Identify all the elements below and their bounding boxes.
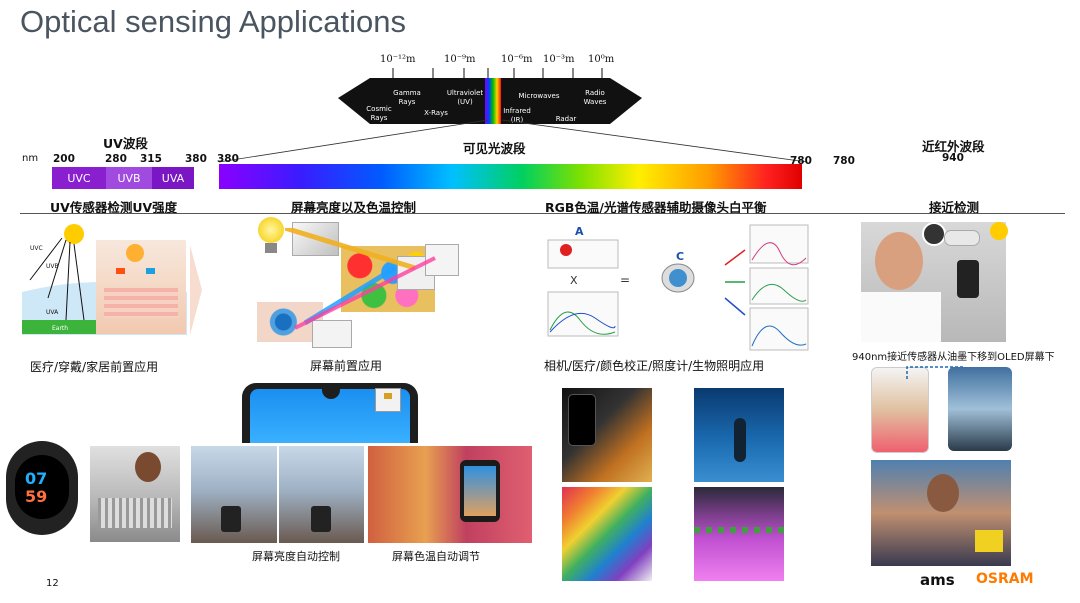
scale-label: 10⁻³m [543,54,575,65]
uv-skin-figure [96,240,186,334]
spectrum-label: Rays [399,98,416,106]
svg-text:X: X [570,274,578,287]
visible-spectrum-bar [219,164,802,189]
spectrum-label: Radar [556,115,577,123]
phone-front-photo [871,367,929,453]
spectrum-label: (IR) [511,116,524,124]
scale-label: 10⁻⁶m [501,54,533,65]
phone-hand-photo [948,367,1012,451]
spectrum-label: Microwaves [519,92,560,100]
osram-logo: OSRAM [976,571,1034,587]
spectrum-label: Cosmic [366,105,392,113]
moon-icon [922,222,946,246]
spectrum-label: Waves [584,98,607,106]
smartwatch-photo: 07 59 [6,441,78,535]
color-photo [368,446,532,543]
uvc-band: UVC [52,167,106,189]
scale-label: 10⁻⁹m [444,54,476,65]
svg-text:A: A [575,225,584,238]
rgb-caption: 相机/医疗/颜色校正/照度计/生物照明应用 [544,359,765,373]
uv-tick: 380 [185,153,207,165]
svg-text:UVA: UVA [46,309,59,316]
svg-text:=: = [620,273,630,287]
rgb-spectral-diagram: A B C X = [547,224,809,351]
spectrum-label: Radio [585,89,605,97]
uv-tick: 200 [53,153,75,165]
svg-text:UVB: UVB [46,263,59,270]
face-profile-decor [190,245,202,335]
sensor-chip [375,388,401,412]
uv-band-title: UV波段 [103,136,148,151]
brightness-caption: 屏幕前置应用 [310,359,383,373]
phone-notch [322,389,340,399]
sun-icon [990,222,1008,240]
uvb-band: UVB [106,167,152,189]
spectrum-label: X-Rays [424,109,448,117]
visible-band-title: 可见光波段 [463,141,526,156]
svg-text:C: C [676,250,684,263]
lightbulb-icon [256,217,286,257]
svg-text:Earth: Earth [52,325,68,332]
nir-tick: 780 [833,155,855,167]
visible-light-strip [485,78,501,124]
color-swatch-photo [562,487,652,581]
em-spectrum-diagram: 10⁻¹²m 10⁻⁹m 10⁻⁶m 10⁻³m 10⁰m Cosmic Ray… [338,54,642,124]
ams-logo: ams [920,571,955,589]
spectrum-label: Rays [371,114,388,122]
skin-layers [104,288,178,318]
page-title: Optical sensing Applications [20,4,407,39]
page-number: 12 [46,578,59,589]
spectrum-label: (UV) [457,98,473,106]
section-divider [20,213,1065,214]
underwater-photo [694,388,784,482]
spectrum-label: Infrared [503,107,531,115]
color-temp-auto-caption: 屏幕色温自动调节 [392,550,480,563]
spectrum-label: Gamma [393,89,421,97]
uv-tick: 280 [105,153,127,165]
scale-label: 10⁻¹²m [380,54,416,65]
unit-label: nm [22,153,39,164]
nir-tick: 940 [942,152,964,164]
proximity-caption: 940nm接近传感器从油墨下移到OLED屏幕下 [852,352,1055,363]
svg-text:UVC: UVC [30,245,43,252]
nir-band-title: 近红外波段 [922,139,985,154]
dishwasher-photo [90,446,180,542]
camera-phone-photo [562,388,652,482]
uv-section-title: UV传感器检测UV强度 [50,200,178,215]
scale-label: 10⁰m [588,54,615,65]
phone-outdoor-photo [191,446,364,543]
sun-icon [126,244,144,262]
uv-tick: 315 [140,153,162,165]
man-phone-photo [871,460,1011,566]
uv-caption: 医疗/穿戴/家居前置应用 [30,360,159,374]
uva-band: UVA [152,167,194,189]
spectrum-label: Ultraviolet [447,89,484,97]
sensor-chart-thumb [312,320,352,348]
light-beams [285,228,436,330]
zoom-lines [218,119,808,163]
grow-light-photo [694,487,784,581]
cloud-icon [944,230,980,246]
visible-tick-left: 380 [217,153,239,165]
proximity-section-title: 接近检测 [929,200,980,215]
rgb-section-title: RGB色温/光谱传感器辅助摄像头白平衡 [545,200,767,215]
brightness-auto-caption: 屏幕亮度自动控制 [252,550,340,563]
brightness-section-title: 屏幕亮度以及色温控制 [291,200,417,215]
